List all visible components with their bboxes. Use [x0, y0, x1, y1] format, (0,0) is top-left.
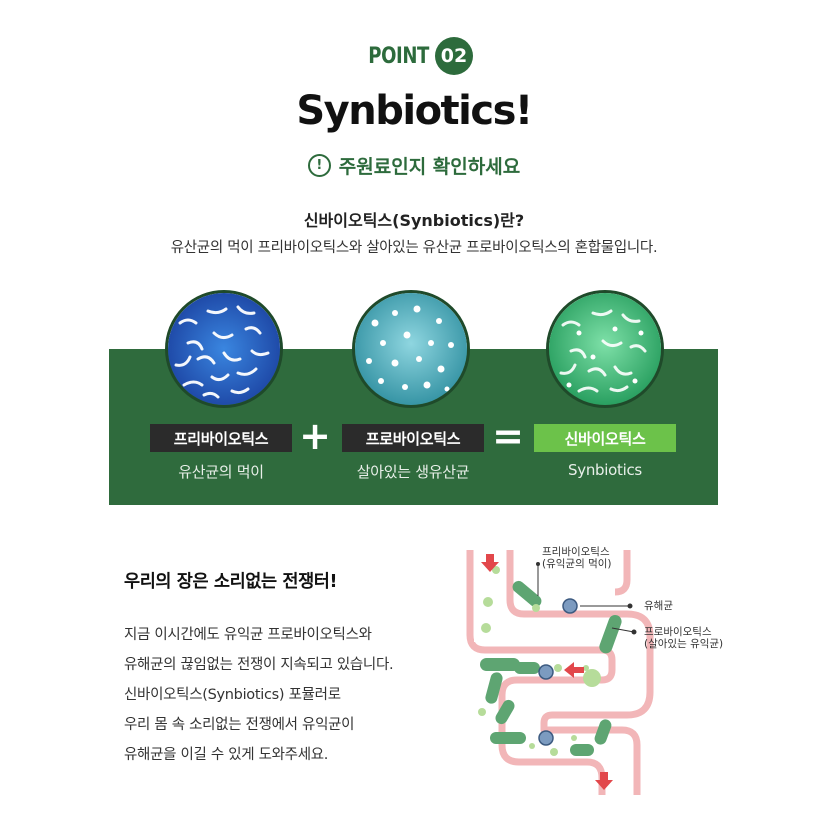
probiotics-sub: 살아있는 생유산균 [356, 463, 470, 481]
definition-question: 신바이오틱스(Synbiotics)란? [303, 211, 525, 230]
battle-line: 유해균을 이길 수 있게 도와주세요. [124, 747, 329, 763]
battle-title: 우리의 장은 소리없는 전쟁터! [124, 572, 338, 592]
harmful-callout: 유해균 [644, 600, 673, 612]
battle-line: 우리 몸 속 소리없는 전쟁에서 유익균이 [124, 717, 355, 733]
point-number-badge: 02 [434, 37, 473, 75]
battle-line: 유해균의 끊임없는 전쟁이 지속되고 있습니다. [124, 657, 394, 673]
synbiotics-label: 신바이오틱스 [534, 424, 676, 452]
battle-line: 지금 이시간에도 유익균 프로바이오틱스와 [124, 627, 372, 643]
subtitle: ! 주원료인지 확인하세요 [0, 150, 828, 180]
probiotics-image [352, 290, 470, 408]
synbiotics-image [546, 290, 664, 408]
battle-text: 지금 이시간에도 유익균 프로바이오틱스와 유해균의 끊임없는 전쟁이 지속되고… [124, 620, 394, 770]
page-title: Synbiotics! [296, 88, 533, 134]
exclamation-icon: ! [307, 153, 331, 177]
prebiotics-callout: 프리바이오틱스 (유익균의 먹이) [542, 546, 612, 570]
prebiotics-sub: 유산균의 먹이 [178, 463, 264, 481]
battle-line: 신바이오틱스(Synbiotics) 포뮬러로 [124, 687, 341, 703]
prebiotics-image [165, 290, 283, 408]
prebiotics-label: 프리바이오틱스 [150, 424, 292, 452]
point-heading: POINT 02 [0, 36, 828, 76]
probiotics-callout: 프로바이오틱스 (살아있는 유익균) [644, 626, 724, 650]
synbiotics-sub: Synbiotics [568, 461, 642, 479]
gut-diagram: 프리바이오틱스 (유익균의 먹이) 유해균 프로바이오틱스 (살아있는 유익균) [462, 540, 762, 800]
point-label: POINT [368, 43, 429, 69]
plus-sign: + [299, 414, 331, 458]
equals-sign: = [492, 414, 524, 458]
subtitle-text: 주원료인지 확인하세요 [338, 155, 521, 178]
intestine-illustration [466, 550, 654, 795]
probiotics-label: 프로바이오틱스 [342, 424, 484, 452]
definition-description: 유산균의 먹이 프리바이오틱스와 살아있는 유산균 프로바이오틱스의 혼합물입니… [170, 240, 658, 256]
